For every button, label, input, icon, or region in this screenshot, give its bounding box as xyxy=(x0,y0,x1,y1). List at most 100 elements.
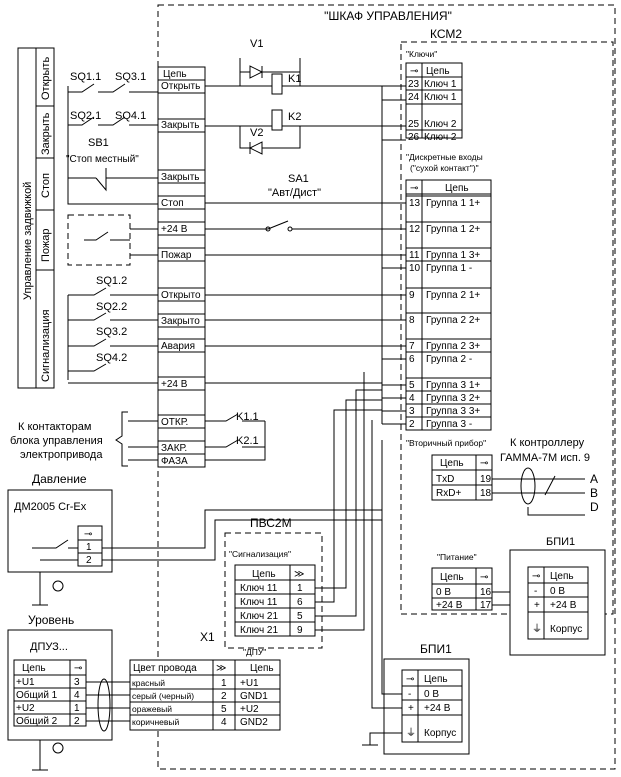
cabinet-title: "ШКАФ УПРАВЛЕНИЯ" xyxy=(324,9,452,23)
input-row-num: 6 xyxy=(409,354,415,365)
svg-text:Ключ 2: Ключ 2 xyxy=(424,119,457,130)
sec-row-1-num: 18 xyxy=(480,488,492,499)
svg-text:1: 1 xyxy=(297,583,303,594)
k21-label: K2.1 xyxy=(236,435,259,447)
left-terminal-block: Цепь Открыть Закрыть Закрыть Стоп +24 В … xyxy=(157,66,206,468)
svg-text:Цепь: Цепь xyxy=(252,569,276,580)
bpi-right: БПИ1 ⊸ Цепь - 0 В + +24 В ⏚ Корпус xyxy=(509,536,606,656)
svg-text:Цепь: Цепь xyxy=(440,572,464,583)
side-label-main: Управление задвижкой xyxy=(22,182,34,300)
sa1-label: SA1 xyxy=(288,173,309,185)
svg-text:5: 5 xyxy=(297,611,303,622)
pressure-sensor: Давление ДМ2005 Cr-Ex ⊸ 1 2 xyxy=(7,472,382,606)
left-row-9: +24 В xyxy=(161,379,188,390)
inputs-title-2: ("сухой контакт")" xyxy=(410,163,479,173)
x1-dpu-title: "ДПУ" xyxy=(243,647,266,657)
left-row-5: Пожар xyxy=(161,250,192,261)
pwr-row-1-label: +24 В xyxy=(436,600,463,611)
level-device: ДПУЗ... xyxy=(30,641,68,653)
pressure-pin-1: 1 xyxy=(86,542,92,553)
svg-text:Ключ 2: Ключ 2 xyxy=(424,132,457,143)
left-row-11: ЗАКР. xyxy=(161,443,187,454)
svg-text:⊸: ⊸ xyxy=(410,66,418,77)
svg-text:1: 1 xyxy=(74,703,80,714)
svg-text:⊸: ⊸ xyxy=(532,571,540,582)
sq11-label: SQ1.1 xyxy=(70,71,101,83)
relay-group: V1 K1 V2 K2 SA1 "Авт/Дист" xyxy=(205,38,382,347)
bpi-right-row-2: Корпус xyxy=(550,624,582,635)
svg-text:Цепь: Цепь xyxy=(250,663,274,674)
side-label-columns: Управление задвижкой Открыть Закрыть Сто… xyxy=(17,47,55,389)
svg-text:-: - xyxy=(534,586,537,597)
left-row-7: Закрыто xyxy=(161,316,200,327)
input-row-label: Группа 2 1+ xyxy=(426,290,480,301)
svg-text:⊸: ⊸ xyxy=(406,674,414,685)
secondary-title: "Вторичный прибор" xyxy=(406,438,486,448)
input-row-label: Группа 2 - xyxy=(426,354,472,365)
contactors-area: К контакторам блока управления электропр… xyxy=(10,382,382,467)
left-row-8: Авария xyxy=(161,341,195,352)
svg-text:≫: ≫ xyxy=(294,569,304,580)
x1-row-num: 5 xyxy=(221,704,227,715)
controller-note-2: ГАММА-7М исп. 9 xyxy=(500,452,590,464)
pvs-sig-title: "Сигнализация" xyxy=(229,549,291,559)
bpi-right-name: БПИ1 xyxy=(546,536,575,548)
left-row-3: Стоп xyxy=(161,198,184,209)
keys-col-chain: Цепь xyxy=(426,66,450,77)
input-row-label: Группа 1 3+ xyxy=(426,250,480,261)
svg-text:Цепь: Цепь xyxy=(424,674,448,685)
input-row-num: 3 xyxy=(409,406,415,417)
svg-text:⏚: ⏚ xyxy=(406,727,416,739)
bpi-bottom-name: БПИ1 xyxy=(420,642,452,656)
pwr-row-0-num: 16 xyxy=(480,587,492,598)
svg-text:24: 24 xyxy=(408,92,420,103)
bpi-bottom-row-2: Корпус xyxy=(424,728,456,739)
left-row-2: Закрыть xyxy=(161,172,200,183)
pressure-pin-2: 2 xyxy=(86,555,92,566)
left-row-10: ОТКР. xyxy=(161,417,188,428)
input-row-label: Группа 1 - xyxy=(426,263,472,274)
sq12-label: SQ1.2 xyxy=(96,275,127,287)
svg-text:⊸: ⊸ xyxy=(84,529,92,540)
x1-terminal: X1 "ДПУ" Цвет провода ≫ Цепь xyxy=(129,630,281,731)
svg-text:25: 25 xyxy=(408,119,420,130)
svg-text:⊸: ⊸ xyxy=(480,458,488,469)
pvs-name: ПВС2М xyxy=(250,516,292,530)
svg-text:4: 4 xyxy=(74,690,80,701)
keys-title: "Ключи" xyxy=(406,49,437,59)
switch-contacts: SQ1.1 SQ3.1 SQ2.1 SQ4.1 SB1 "Стоп местны… xyxy=(66,71,158,384)
input-row-label: Группа 1 1+ xyxy=(426,198,480,209)
sb1-label: SB1 xyxy=(88,137,109,149)
input-row-label: Группа 1 2+ xyxy=(426,224,480,235)
ksm2-secondary: "Вторичный прибор" Цепь ⊸ TxD 19 RxD+ 18… xyxy=(406,437,599,611)
svg-text:≫: ≫ xyxy=(216,663,226,674)
x1-row-num: 2 xyxy=(221,691,227,702)
k1-coil xyxy=(271,73,283,95)
x1-row-chain: +U1 xyxy=(240,678,259,689)
x1-name: X1 xyxy=(200,630,215,644)
input-row-num: 2 xyxy=(409,419,415,430)
input-row-num: 9 xyxy=(409,290,415,301)
sec-row-0-num: 19 xyxy=(480,474,492,485)
side-label-stop: Стоп xyxy=(40,173,52,198)
left-row-0: Открыть xyxy=(161,81,200,92)
input-row-num: 11 xyxy=(409,250,420,261)
input-row-label: Группа 2 2+ xyxy=(426,315,480,326)
x1-row-chain: +U2 xyxy=(240,704,259,715)
ksm2-name: КСМ2 xyxy=(430,27,462,41)
svg-text:3: 3 xyxy=(74,677,80,688)
sec-row-1-label: RxD+ xyxy=(436,488,461,499)
k2-label: K2 xyxy=(288,111,301,123)
input-row-num: 4 xyxy=(409,393,415,404)
k11-label: K1.1 xyxy=(236,411,259,423)
key-row: 25 Ключ 2 xyxy=(408,119,457,130)
sa1-mode: "Авт/Дист" xyxy=(268,187,321,199)
left-row-12: ФАЗА xyxy=(161,456,188,467)
bpi-right-row-0: 0 В xyxy=(550,586,565,597)
